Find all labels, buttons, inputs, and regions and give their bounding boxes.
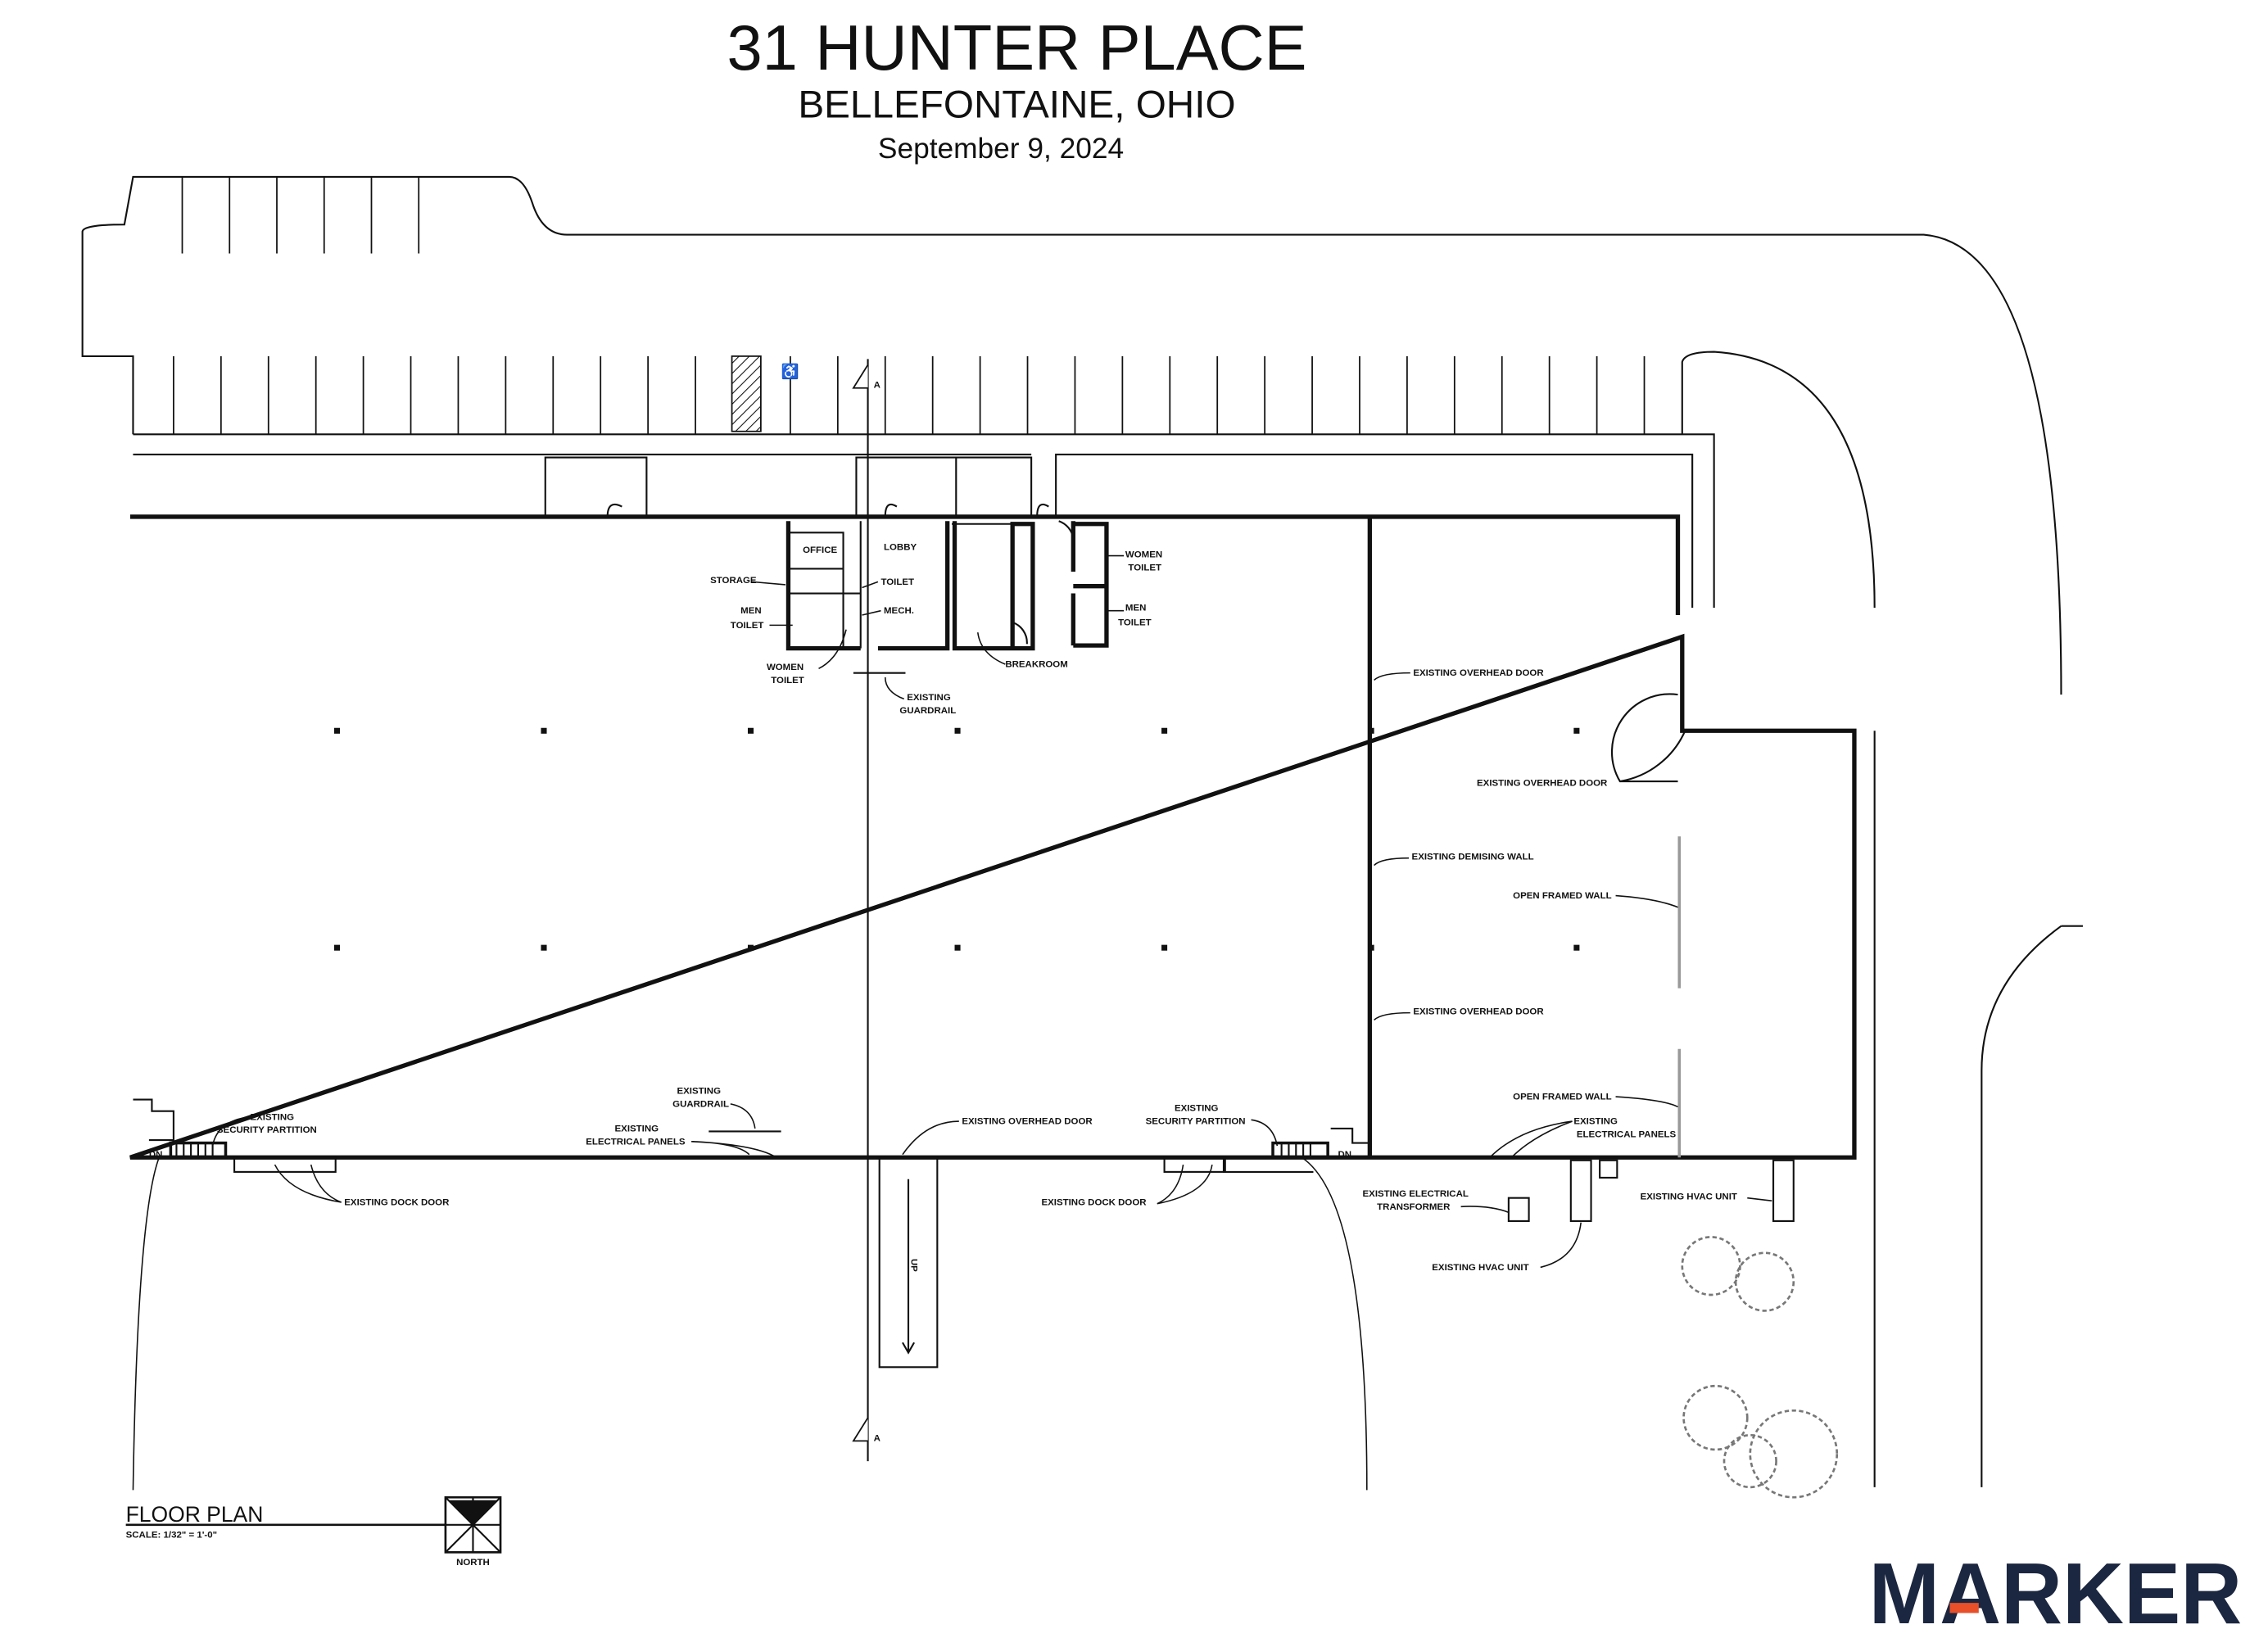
hvac-unit-2 xyxy=(1772,1159,1795,1222)
section-marker-top: A xyxy=(874,381,880,391)
label-dn-right: DN xyxy=(1338,1150,1351,1160)
room-label-mech: MECH. xyxy=(884,606,914,616)
parking-stalls-bottom xyxy=(173,355,1646,435)
label-dock-door-left: EXISTING DOCK DOOR xyxy=(344,1198,450,1208)
label-open-framed-wall-2: OPEN FRAMED WALL xyxy=(1513,1093,1611,1102)
label-demising-wall: EXISTING DEMISING WALL xyxy=(1412,852,1534,862)
plan-scale: SCALE: 1/32" = 1'-0" xyxy=(126,1531,217,1541)
column-grid xyxy=(333,727,1580,951)
dock-ramp xyxy=(878,1156,939,1369)
label-electrical-panels-right: EXISTING xyxy=(1573,1117,1618,1127)
page-title: 31 HUNTER PLACE xyxy=(727,13,1306,84)
label-overhead-door-2: EXISTING OVERHEAD DOOR xyxy=(1477,778,1608,788)
label-transformer-2: TRANSFORMER xyxy=(1377,1202,1451,1212)
office-block xyxy=(785,520,1109,651)
accessible-parking-icon: ♿ xyxy=(781,364,799,380)
label-overhead-door-bottom: EXISTING OVERHEAD DOOR xyxy=(962,1117,1093,1127)
label-dock-door-right: EXISTING DOCK DOOR xyxy=(1041,1198,1147,1208)
logo-accent-bar xyxy=(1949,1603,1979,1613)
label-security-partition-right: EXISTING xyxy=(1175,1104,1219,1114)
column-marker xyxy=(1573,727,1580,734)
label-overhead-door-1: EXISTING OVERHEAD DOOR xyxy=(1413,668,1544,678)
tree-icon xyxy=(1723,1433,1777,1489)
label-hvac-unit-2: EXISTING HVAC UNIT xyxy=(1641,1192,1737,1201)
room-label-men-toilet-right: MEN xyxy=(1125,604,1147,613)
electrical-transformer xyxy=(1507,1197,1530,1222)
room-label-women-toilet-right-2: TOILET xyxy=(1128,563,1161,572)
room-label-lobby: LOBBY xyxy=(884,543,917,553)
label-guardrail-bottom: EXISTING xyxy=(677,1087,721,1097)
label-guardrail-bottom-2: GUARDRAIL xyxy=(672,1099,729,1109)
landscape-trees xyxy=(1681,1236,1839,1499)
label-security-partition-left-2: SECURITY PARTITION xyxy=(217,1125,317,1135)
room-label-storage: STORAGE xyxy=(710,576,757,586)
dock-details xyxy=(169,1127,1370,1173)
room-label-men-toilet-right-2: TOILET xyxy=(1118,618,1152,627)
column-marker xyxy=(1161,944,1168,951)
column-marker xyxy=(1161,727,1168,734)
building-shell xyxy=(129,514,1857,1160)
column-marker xyxy=(1368,727,1374,734)
column-marker xyxy=(747,944,754,951)
label-dn-left: DN xyxy=(149,1150,163,1160)
tree-icon xyxy=(1682,1384,1749,1451)
column-marker xyxy=(1573,944,1580,951)
hvac-unit-1 xyxy=(1569,1159,1592,1222)
room-label-women-toilet-left-2: TOILET xyxy=(771,676,804,686)
parking-lot: ♿ xyxy=(81,175,2083,1487)
logo-text: MARKER xyxy=(1869,1545,2243,1638)
room-label-women-toilet-right: WOMEN xyxy=(1125,550,1162,559)
column-marker xyxy=(333,727,340,734)
label-open-framed-wall-1: OPEN FRAMED WALL xyxy=(1513,891,1611,901)
marker-logo: MARKER xyxy=(1869,1545,2243,1638)
accessible-stall-hatch xyxy=(731,355,762,432)
ramp-label: UP xyxy=(909,1259,919,1272)
room-label-men-toilet-left: MEN xyxy=(740,606,762,616)
label-electrical-panels-right-2: ELECTRICAL PANELS xyxy=(1577,1130,1677,1140)
column-marker xyxy=(747,727,754,734)
room-label-office: OFFICE xyxy=(803,545,837,555)
label-transformer: EXISTING ELECTRICAL xyxy=(1363,1189,1469,1199)
parking-stalls-top xyxy=(181,176,420,254)
section-marker-bottom: A xyxy=(874,1433,880,1443)
label-electrical-panels-left-2: ELECTRICAL PANELS xyxy=(586,1137,686,1147)
label-overhead-door-3: EXISTING OVERHEAD DOOR xyxy=(1413,1007,1544,1016)
north-label: NORTH xyxy=(456,1558,490,1568)
label-guardrail-top: EXISTING xyxy=(907,693,951,703)
column-marker xyxy=(333,944,340,951)
page-subtitle-city: BELLEFONTAINE, OHIO xyxy=(798,84,1235,127)
room-label-men-toilet-left-2: TOILET xyxy=(731,621,764,631)
column-marker xyxy=(541,944,547,951)
room-label-breakroom: BREAKROOM xyxy=(1005,660,1067,670)
label-electrical-panels-left: EXISTING xyxy=(615,1124,659,1133)
entry-canopies xyxy=(544,456,1049,517)
tree-icon xyxy=(1681,1236,1741,1296)
column-marker xyxy=(954,944,961,951)
plan-title: FLOOR PLAN xyxy=(126,1502,264,1527)
north-arrow-icon xyxy=(444,1495,502,1554)
page-date: September 9, 2024 xyxy=(878,133,1124,165)
column-marker xyxy=(954,727,961,734)
tree-icon xyxy=(1749,1409,1839,1499)
column-marker xyxy=(541,727,547,734)
label-security-partition-right-2: SECURITY PARTITION xyxy=(1146,1117,1246,1127)
room-label-toilet: TOILET xyxy=(880,577,914,587)
label-security-partition-left: EXISTING xyxy=(251,1112,295,1122)
label-hvac-unit-1: EXISTING HVAC UNIT xyxy=(1432,1263,1528,1273)
room-label-women-toilet-left: WOMEN xyxy=(767,663,804,672)
column-marker xyxy=(1368,944,1374,951)
tree-icon xyxy=(1734,1251,1795,1312)
label-guardrail-top-2: GUARDRAIL xyxy=(899,706,956,716)
